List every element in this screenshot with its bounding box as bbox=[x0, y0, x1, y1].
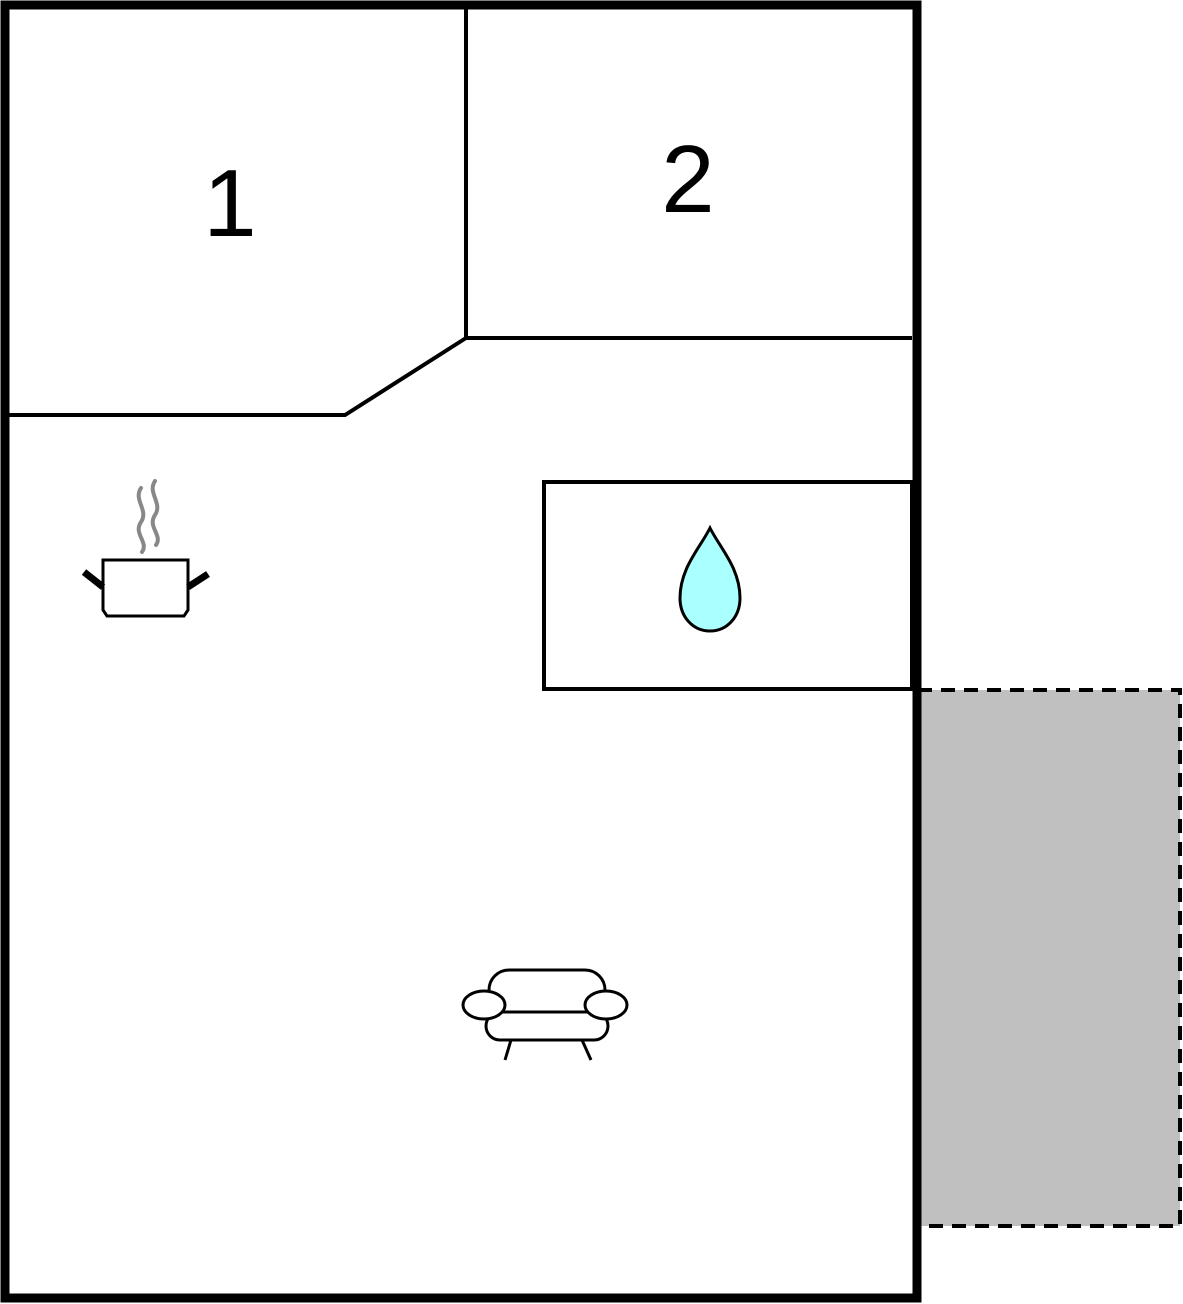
water-drop-icon bbox=[678, 524, 742, 633]
sofa-leg bbox=[580, 1039, 593, 1061]
sofa-arm-right bbox=[583, 989, 629, 1021]
steam-line bbox=[150, 479, 160, 547]
room-label-2: 2 bbox=[661, 126, 714, 233]
sofa-icon bbox=[461, 968, 629, 1061]
terrace-area bbox=[916, 688, 1182, 1228]
steam-line bbox=[136, 486, 146, 554]
sofa-arm-left bbox=[461, 989, 507, 1021]
sofa-seat bbox=[484, 1010, 610, 1042]
cooking-pot-icon bbox=[81, 479, 210, 618]
bathroom-room bbox=[542, 480, 914, 691]
pot-handle-right bbox=[186, 571, 210, 590]
wall-room1-bottom bbox=[9, 336, 468, 417]
pot-handle-left bbox=[81, 569, 106, 590]
room-label-1: 1 bbox=[203, 150, 256, 257]
pot-body bbox=[101, 558, 190, 618]
outer-wall bbox=[0, 0, 922, 1303]
sofa-leg bbox=[503, 1039, 513, 1061]
